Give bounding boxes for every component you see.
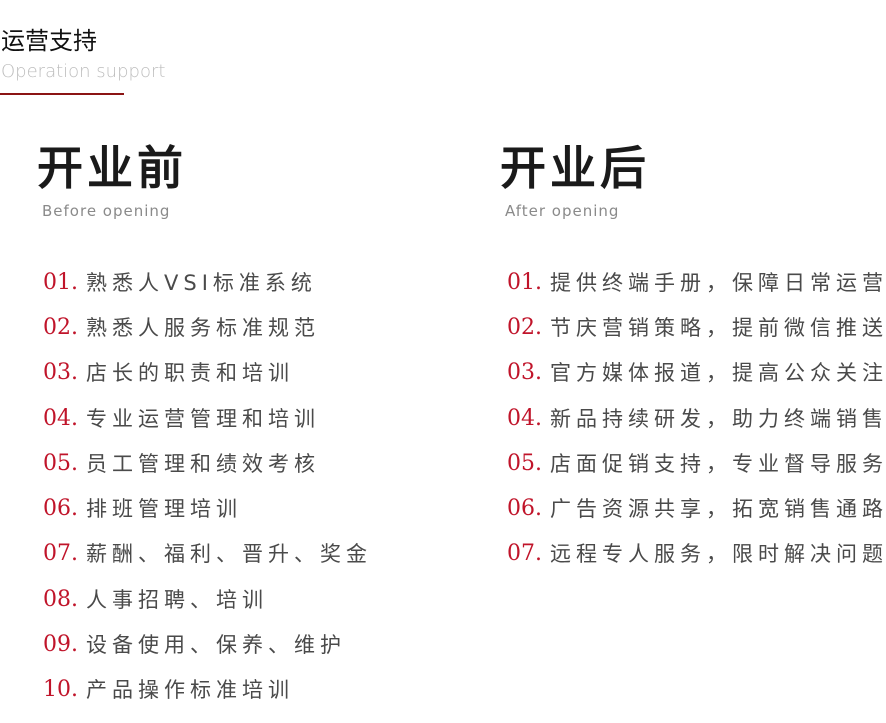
- list-item: 10. 产品操作标准培训: [43, 668, 372, 713]
- item-text: 节庆营销策略，提前微信推送: [550, 315, 886, 340]
- item-text: 设备使用、保养、维护: [86, 633, 346, 658]
- item-text: 熟悉人服务标准规范: [86, 315, 320, 340]
- item-text: 广告资源共享，拓宽销售通路: [550, 497, 886, 522]
- list-item: 08. 人事招聘、培训: [43, 577, 372, 622]
- item-number: 01.: [43, 269, 78, 295]
- item-number: 04.: [43, 405, 78, 431]
- item-text: 提供终端手册，保障日常运营: [550, 270, 886, 295]
- list-item: 02. 熟悉人服务标准规范: [43, 305, 372, 350]
- item-number: 07.: [507, 541, 542, 567]
- item-text: 店长的职责和培训: [86, 361, 294, 386]
- before-opening-title: 开业前: [37, 141, 187, 195]
- list-item: 09. 设备使用、保养、维护: [43, 622, 372, 667]
- list-item: 06. 排班管理培训: [43, 486, 372, 531]
- item-text: 远程专人服务，限时解决问题: [550, 542, 886, 567]
- item-number: 02.: [43, 314, 78, 340]
- before-opening-subtitle: Before opening: [42, 202, 171, 220]
- after-opening-title: 开业后: [500, 141, 650, 195]
- before-opening-list: 01. 熟悉人VSI标准系统 02. 熟悉人服务标准规范 03. 店长的职责和培训 0…: [43, 260, 372, 713]
- list-item: 01. 提供终端手册，保障日常运营: [507, 260, 886, 305]
- item-text: 排班管理培训: [86, 497, 242, 522]
- list-item: 04. 新品持续研发，助力终端销售: [507, 396, 886, 441]
- item-text: 产品操作标准培训: [86, 678, 294, 703]
- list-item: 05. 店面促销支持，专业督导服务: [507, 441, 886, 486]
- item-text: 员工管理和绩效考核: [86, 451, 320, 476]
- list-item: 03. 官方媒体报道，提高公众关注: [507, 351, 886, 396]
- item-text: 人事招聘、培训: [86, 587, 268, 612]
- section-title: 运营支持: [1, 27, 97, 55]
- item-number: 08.: [43, 586, 78, 612]
- item-number: 04.: [507, 405, 542, 431]
- item-text: 官方媒体报道，提高公众关注: [550, 361, 886, 386]
- item-number: 02.: [507, 314, 542, 340]
- item-text: 新品持续研发，助力终端销售: [550, 406, 886, 431]
- list-item: 05. 员工管理和绩效考核: [43, 441, 372, 486]
- after-opening-column: 开业后 After opening 01. 提供终端手册，保障日常运营 02. 节庆…: [500, 140, 883, 566]
- item-number: 05.: [507, 450, 542, 476]
- list-item: 03. 店长的职责和培训: [43, 351, 372, 396]
- item-number: 03.: [507, 360, 542, 386]
- item-text: 熟悉人VSI标准系统: [86, 270, 317, 295]
- item-number: 09.: [43, 632, 78, 658]
- item-text: 店面促销支持，专业督导服务: [550, 451, 886, 476]
- list-item: 01. 熟悉人VSI标准系统: [43, 260, 372, 305]
- item-text: 专业运营管理和培训: [86, 406, 320, 431]
- list-item: 07. 远程专人服务，限时解决问题: [507, 532, 886, 577]
- item-number: 06.: [507, 496, 542, 522]
- section-subtitle: Operation support: [1, 61, 166, 82]
- item-number: 07.: [43, 541, 78, 567]
- item-number: 03.: [43, 360, 78, 386]
- list-item: 07. 薪酬、福利、晋升、奖金: [43, 532, 372, 577]
- item-number: 01.: [507, 269, 542, 295]
- list-item: 02. 节庆营销策略，提前微信推送: [507, 305, 886, 350]
- after-opening-list: 01. 提供终端手册，保障日常运营 02. 节庆营销策略，提前微信推送 03. 官方媒…: [507, 260, 886, 577]
- after-opening-subtitle: After opening: [505, 202, 620, 220]
- title-underline: [0, 93, 124, 95]
- item-number: 06.: [43, 496, 78, 522]
- before-opening-column: 开业前 Before opening 01. 熟悉人VSI标准系统 02. 熟悉人服…: [37, 140, 367, 702]
- list-item: 04. 专业运营管理和培训: [43, 396, 372, 441]
- item-number: 05.: [43, 450, 78, 476]
- item-text: 薪酬、福利、晋升、奖金: [86, 542, 372, 567]
- item-number: 10.: [43, 677, 78, 703]
- list-item: 06. 广告资源共享，拓宽销售通路: [507, 486, 886, 531]
